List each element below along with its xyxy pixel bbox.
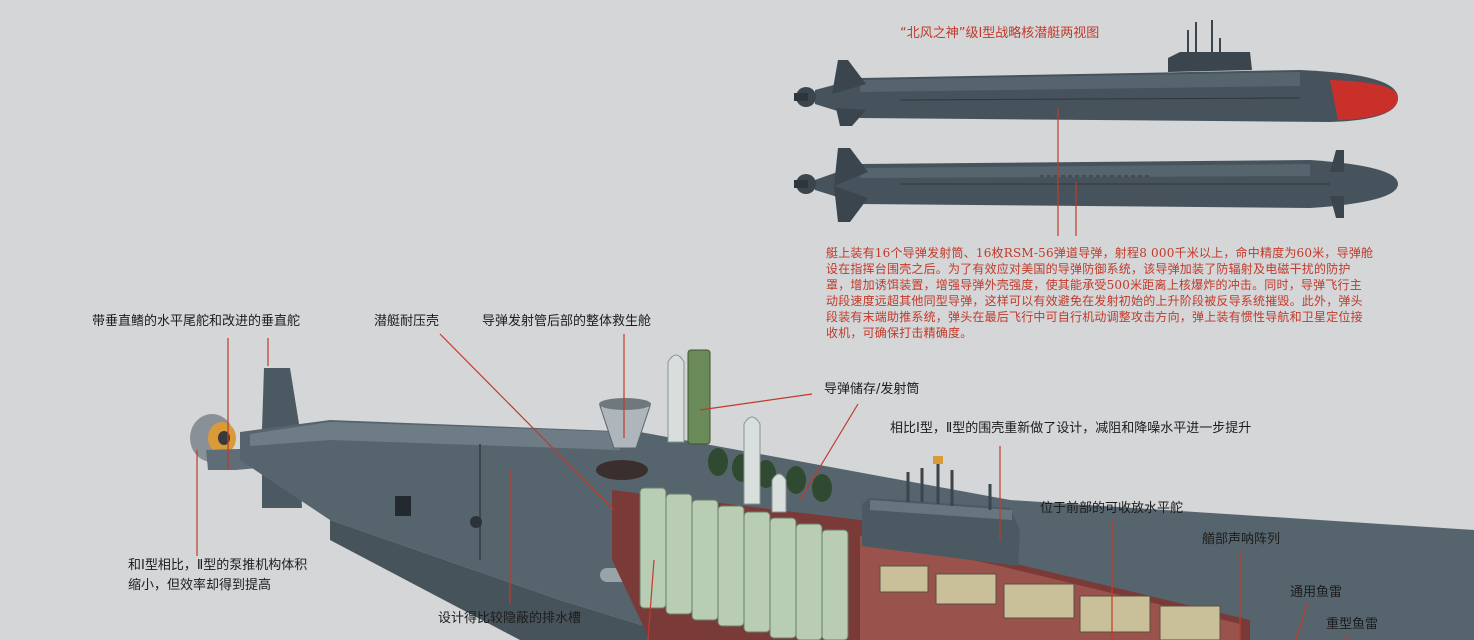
plan-view-submarine xyxy=(794,148,1398,222)
label-rescue-capsule: 导弹发射管后部的整体救生舱 xyxy=(482,314,652,329)
top-annotation-lines xyxy=(1057,108,1077,236)
side-view-submarine xyxy=(794,20,1398,126)
description-text: 艇上装有16个导弹发射筒、16枚RSM-56弹道导弹，射程8 000千米以上，命… xyxy=(826,246,1374,340)
label-forward-planes: 位于前部的可收放水平舵 xyxy=(1040,501,1184,516)
cutaway-submarine xyxy=(190,349,1474,640)
description-paragraph: 艇上装有16个导弹发射筒、16枚RSM-56弹道导弹，射程8 000千米以上，命… xyxy=(826,245,1374,341)
diagram-title: “北风之神”级Ⅰ型战略核潜艇两视图 xyxy=(900,26,1100,41)
label-pump-jet: 和Ⅰ型相比，Ⅱ型的泵推机构体积缩小，但效率却得到提高 xyxy=(128,558,308,593)
label-drain-slot: 设计得比较隐蔽的排水槽 xyxy=(438,611,582,626)
missile-tube-array xyxy=(639,487,849,640)
label-bow-sonar: 艏部声呐阵列 xyxy=(1202,532,1281,547)
label-sail-redesign: 相比Ⅰ型，Ⅱ型的围壳重新做了设计，减阻和降噪水平进一步提升 xyxy=(890,421,1252,436)
label-tail-planes: 带垂直鳍的水平尾舵和改进的垂直舵 xyxy=(92,314,301,329)
annotation-lines xyxy=(196,333,1351,640)
label-heavy-torpedo: 重型鱼雷 xyxy=(1326,617,1379,632)
label-pressure-hull: 潜艇耐压壳 xyxy=(374,314,440,329)
label-torpedo: 通用鱼雷 xyxy=(1290,585,1343,600)
label-missile-tube: 导弹储存/发射筒 xyxy=(824,382,920,397)
